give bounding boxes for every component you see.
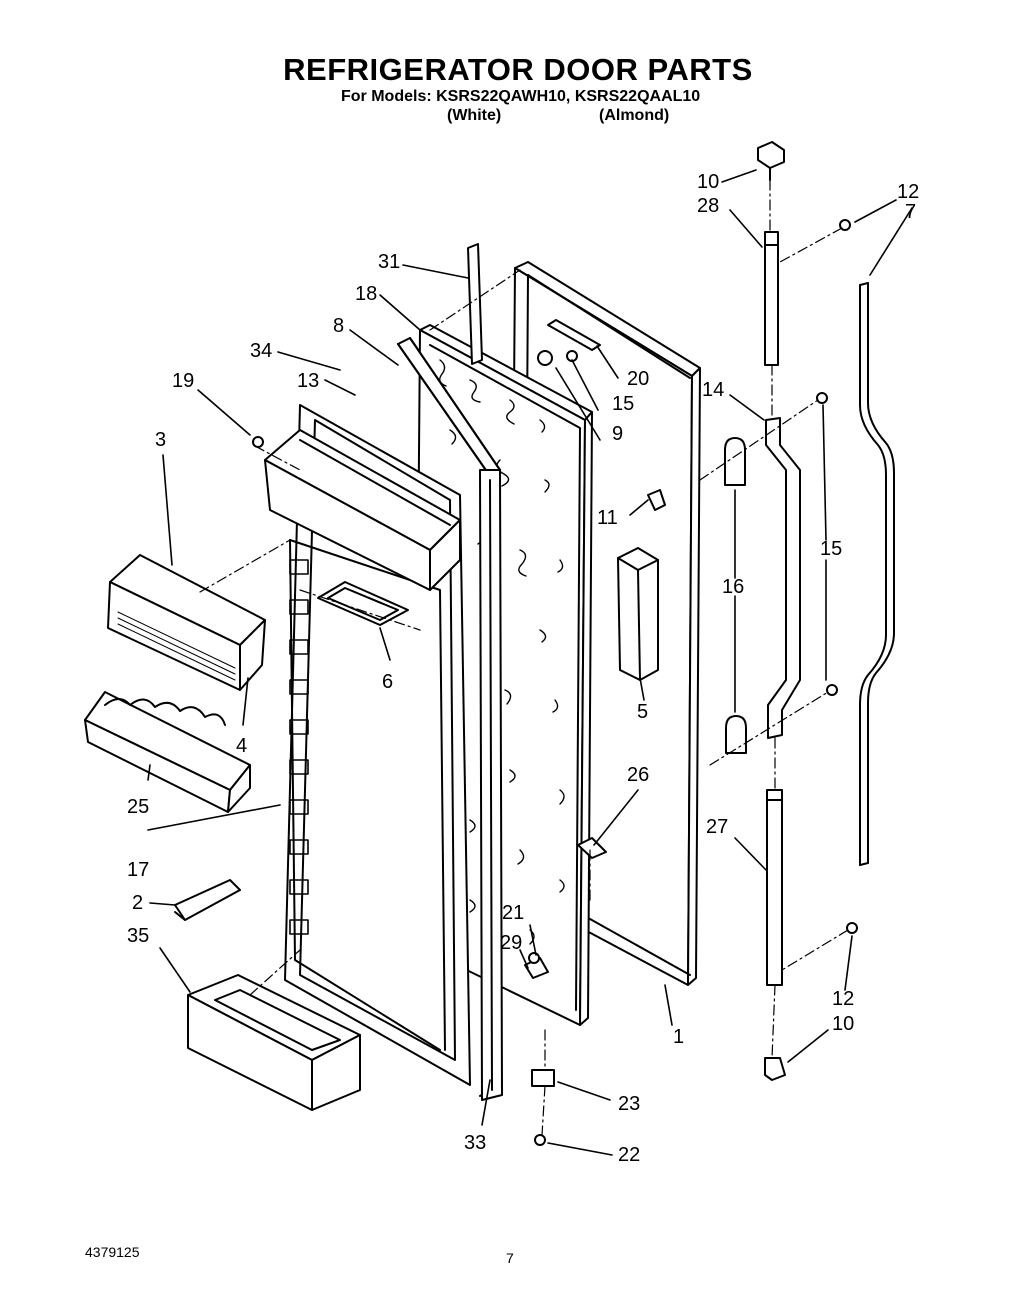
tray-6 [318,582,408,625]
callout-1: 1 [673,1026,685,1048]
page-title: REFRIGERATOR DOOR PARTS [283,52,753,87]
callout-18: 18 [355,283,378,305]
callout-26: 26 [627,764,650,786]
page-number: 7 [506,1250,514,1266]
callout-leaders [148,170,912,1155]
callout-3: 3 [155,429,167,451]
hinge-bottom [765,1058,785,1080]
color-almond-label: (Almond) [599,107,670,124]
callout-5: 5 [637,701,649,723]
callout-15-right: 15 [820,538,843,560]
callout-35: 35 [127,925,150,947]
handle-trim-7 [860,283,894,865]
callout-29: 29 [500,932,523,954]
callout-19: 19 [172,370,195,392]
callout-27: 27 [706,816,729,838]
callout-31: 31 [378,251,401,273]
callout-15-mid: 15 [612,393,635,415]
end-cap-16 [725,438,746,753]
callout-2: 2 [132,892,144,914]
callout-13: 13 [297,370,320,392]
door-handle-14 [766,418,800,738]
trim-strip-31 [468,244,482,364]
callout-21: 21 [502,902,525,924]
models-line: For Models: KSRS22QAWH10, KSRS22QAAL10 [341,88,701,105]
callout-10-top: 10 [697,171,720,193]
callout-17: 17 [127,859,150,881]
callout-7: 7 [905,201,917,223]
callout-10-bottom: 10 [832,1013,855,1035]
small-fasteners [253,220,857,1145]
callout-4: 4 [236,735,248,757]
callout-12-top: 12 [897,181,920,203]
callout-14: 14 [702,379,725,401]
callout-20: 20 [627,368,650,390]
callout-16: 16 [722,576,745,598]
callout-8: 8 [333,315,345,337]
callout-34: 34 [250,340,273,362]
callout-11: 11 [597,507,618,529]
callout-22: 22 [618,1144,641,1166]
bin-35 [188,975,360,1110]
callout-9: 9 [612,423,624,445]
callout-23: 23 [618,1093,641,1115]
document-number: 4379125 [85,1244,140,1260]
callout-33: 33 [464,1132,487,1154]
egg-tray-25 [85,692,250,812]
lower-bracket-27 [767,790,782,985]
color-white-label: (White) [447,107,502,124]
callout-12-bottom: 12 [832,988,855,1010]
block-5 [618,548,658,680]
shelf-3 [108,555,265,690]
alignment-lines [200,180,848,1135]
callout-6: 6 [382,671,394,693]
hinge-top [758,142,784,365]
dispenser-housing [265,430,460,590]
callout-25: 25 [127,796,150,818]
callout-28: 28 [697,195,720,217]
door-gasket [398,338,502,1100]
clip-2 [175,880,240,920]
